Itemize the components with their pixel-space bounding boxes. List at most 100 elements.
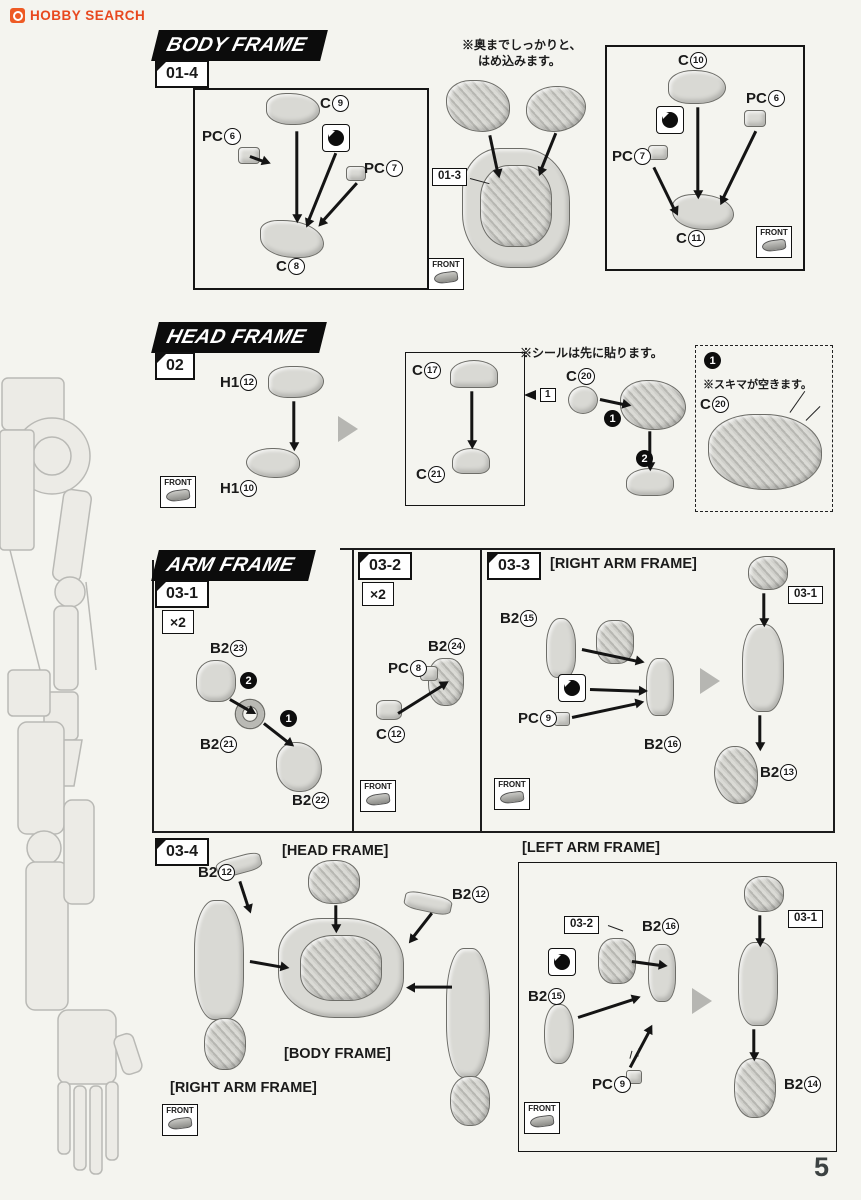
part-c10-illustration <box>668 70 726 104</box>
part-pc7-illustration <box>648 145 668 160</box>
head-frame-sub-panel <box>405 352 525 506</box>
part-pc6-illustration <box>744 110 766 127</box>
polycap-dot-icon <box>564 680 580 696</box>
divider-line <box>340 548 835 550</box>
polycap-dot-icon <box>662 112 678 128</box>
step-number-03-2: 03-2 <box>358 552 413 580</box>
assembly-arrow <box>292 401 296 444</box>
part-c12-illustration <box>376 700 402 720</box>
assembly-arrow <box>589 688 641 693</box>
polycap-dot-icon <box>554 954 570 970</box>
left-arm-assembly-illustration <box>194 900 244 1020</box>
assembled-arm-illustration <box>742 624 784 712</box>
hand-part-illustration <box>734 1058 776 1118</box>
part-illustration <box>446 80 510 132</box>
step-number-03-1: 03-1 <box>155 580 210 608</box>
head-assembly-illustration <box>308 860 360 904</box>
section-title-body-frame: BODY FRAME <box>151 30 328 61</box>
right-arm-frame-caption: [RIGHT ARM FRAME] <box>170 1080 317 1096</box>
part-b2-23-illustration <box>196 660 236 702</box>
next-step-arrow <box>700 668 720 694</box>
page-number: 5 <box>814 1152 830 1182</box>
front-indicator: FRONT <box>160 476 196 508</box>
gap-note: ※スキマが空きます。 <box>703 379 812 391</box>
body-assembly-detail <box>480 165 552 247</box>
assembly-arrow <box>470 391 474 442</box>
divider-line <box>152 831 835 833</box>
step-circle-1: 1 <box>280 710 297 727</box>
front-foot-icon <box>365 792 391 807</box>
assembly-arrow <box>762 593 766 620</box>
head-side-illustration <box>708 414 822 490</box>
forearm-part-illustration <box>646 658 674 716</box>
assembly-arrow <box>414 986 452 989</box>
part-h1-10-illustration <box>246 448 300 478</box>
quantity-x2: ×2 <box>362 582 394 606</box>
front-indicator: FRONT <box>162 1104 198 1136</box>
robot-line-art <box>0 377 143 1175</box>
forearm-part-illustration <box>648 944 676 1002</box>
ref-step-01-3: 01-3 <box>432 168 468 186</box>
front-foot-icon <box>433 270 459 285</box>
ref-step-03-1: 03-1 <box>788 586 824 604</box>
front-foot-icon <box>499 790 525 805</box>
ref-step-03-1: 03-1 <box>788 910 824 928</box>
step-number-02: 02 <box>155 352 195 380</box>
step-circle-1: 1 <box>604 410 621 427</box>
polycap-orientation-icon <box>656 106 684 134</box>
hobby-search-logo-icon <box>10 8 25 23</box>
part-b2-22-illustration <box>276 742 322 792</box>
hand-part-illustration <box>714 746 758 804</box>
divider-line <box>352 548 354 832</box>
gap-detail-panel <box>695 345 833 512</box>
front-indicator: FRONT <box>428 258 464 290</box>
dome-part-illustration <box>626 468 674 496</box>
step-circle-2: 2 <box>636 450 653 467</box>
part-c21-illustration <box>452 448 490 474</box>
front-foot-icon <box>529 1114 555 1129</box>
gap-badge: 1 <box>704 352 721 369</box>
part-c9-illustration <box>266 93 320 125</box>
body-frame-caption: [BODY FRAME] <box>284 1046 391 1062</box>
shoulder-part-illustration <box>744 876 784 912</box>
polycap-orientation-icon <box>322 124 350 152</box>
sticker-note: ※シールは先に貼ります。 <box>520 346 663 360</box>
step-number-03-4: 03-4 <box>155 838 210 866</box>
step-number-01-4: 01-4 <box>155 60 210 88</box>
hand-part-illustration <box>450 1076 490 1126</box>
right-arm-assembly-illustration <box>446 948 490 1078</box>
front-indicator: FRONT <box>494 778 530 810</box>
head-frame-caption: [HEAD FRAME] <box>282 843 389 859</box>
left-arm-frame-panel <box>518 862 837 1152</box>
next-step-arrow <box>692 988 712 1014</box>
assembly-arrow <box>571 702 637 719</box>
push-in-note-line1: ※奥までしっかりと、 <box>462 38 582 52</box>
assembled-arm-illustration <box>738 942 778 1026</box>
divider-line <box>152 560 154 832</box>
assembly-arrow <box>752 1029 756 1054</box>
polycap-dot-icon <box>328 130 344 146</box>
assembly-arrow <box>334 905 338 926</box>
assembly-arrow <box>412 912 434 938</box>
right-arm-frame-header: [RIGHT ARM FRAME] <box>550 556 697 572</box>
shoulder-part-illustration <box>748 556 788 590</box>
divider-line <box>480 548 482 832</box>
assembly-arrow <box>696 107 700 192</box>
section-title-head-frame: HEAD FRAME <box>151 322 328 353</box>
part-c17-illustration <box>450 360 498 388</box>
